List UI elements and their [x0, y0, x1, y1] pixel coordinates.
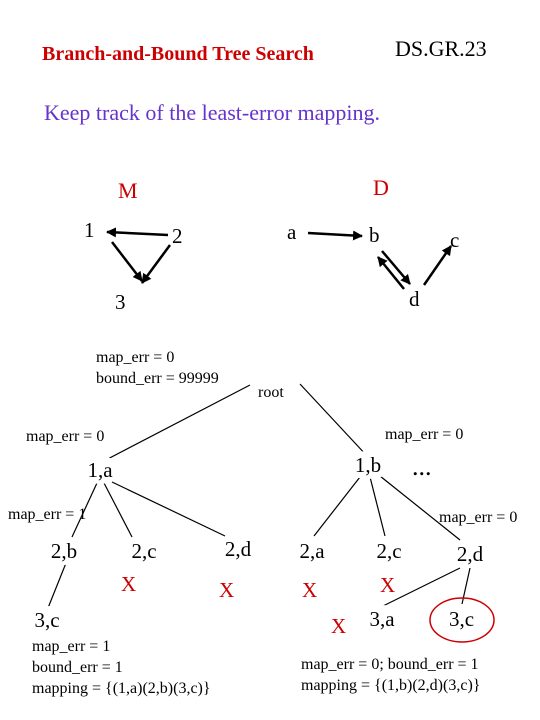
page-title: Branch-and-Bound Tree Search: [42, 43, 314, 65]
left-result-mapping: mapping = {(1,a)(2,b)(3,c)}: [32, 680, 211, 697]
tree-node-2d-left: 2,d: [215, 535, 261, 563]
x-mark-2c-right: X: [380, 573, 396, 597]
x-mark-2c-left: X: [121, 572, 137, 596]
right-branch-err: map_err = 0: [439, 509, 518, 526]
graph-d-label: D: [373, 175, 389, 200]
slide-code: DS.GR.23: [395, 36, 487, 61]
ellipsis: ...: [412, 452, 432, 481]
tree-node-1a: 1,a: [80, 456, 120, 484]
tree-node-2c-right: 2,c: [366, 537, 412, 565]
edge-d-d-b: [377, 256, 405, 290]
graph-m-node-1: 1: [84, 218, 95, 242]
tree-node-3a-right: 3,a: [362, 605, 402, 633]
graph-d-node-d: d: [409, 287, 420, 311]
level1-left-err: map_err = 0: [26, 428, 105, 445]
subtitle: Keep track of the least-error mapping.: [44, 100, 380, 125]
edge-m-1-3: [111, 241, 143, 282]
tree-node-2c-left: 2,c: [125, 537, 163, 565]
tree-node-2a-right: 2,a: [288, 537, 336, 565]
tree-node-2b-left: 2,b: [40, 537, 88, 565]
edge-m-2-3: [140, 244, 172, 284]
tree-node-2d-right: 2,d: [446, 540, 494, 568]
edge-d-a-b: [307, 230, 363, 241]
x-mark-2d-left: X: [219, 578, 235, 602]
edge-d-d-c: [422, 245, 453, 286]
level1-right-err: map_err = 0: [385, 426, 464, 443]
graph-d-node-b: b: [369, 223, 380, 247]
left-branch-err: map_err = 1: [8, 506, 87, 523]
right-result-mapping: mapping = {(1,b)(2,d)(3,c)}: [301, 677, 481, 694]
highlight-circle: [429, 597, 495, 643]
tree-node-3c-left: 3,c: [24, 606, 70, 634]
graph-d-node-c: c: [450, 228, 460, 252]
x-mark-2a-right: X: [302, 578, 318, 602]
graph-m-node-3: 3: [115, 290, 126, 314]
x-mark-3a-right: X: [331, 614, 347, 638]
tree-node-1b: 1,b: [343, 451, 393, 479]
edge-m-2-1: [106, 227, 169, 238]
left-result-map-err: map_err = 1: [32, 638, 111, 655]
graph-d-node-a: a: [287, 220, 297, 244]
graph-m-node-2: 2: [172, 224, 183, 248]
root-bound-err: bound_err = 99999: [96, 370, 219, 387]
graph-m-label: M: [118, 178, 138, 203]
left-result-bound-err: bound_err = 1: [32, 659, 123, 676]
tree-root: root: [258, 384, 284, 401]
right-result-errs: map_err = 0; bound_err = 1: [301, 656, 479, 673]
tree-node-3c-right: 3,c: [449, 607, 475, 631]
root-map-err: map_err = 0: [96, 349, 175, 366]
